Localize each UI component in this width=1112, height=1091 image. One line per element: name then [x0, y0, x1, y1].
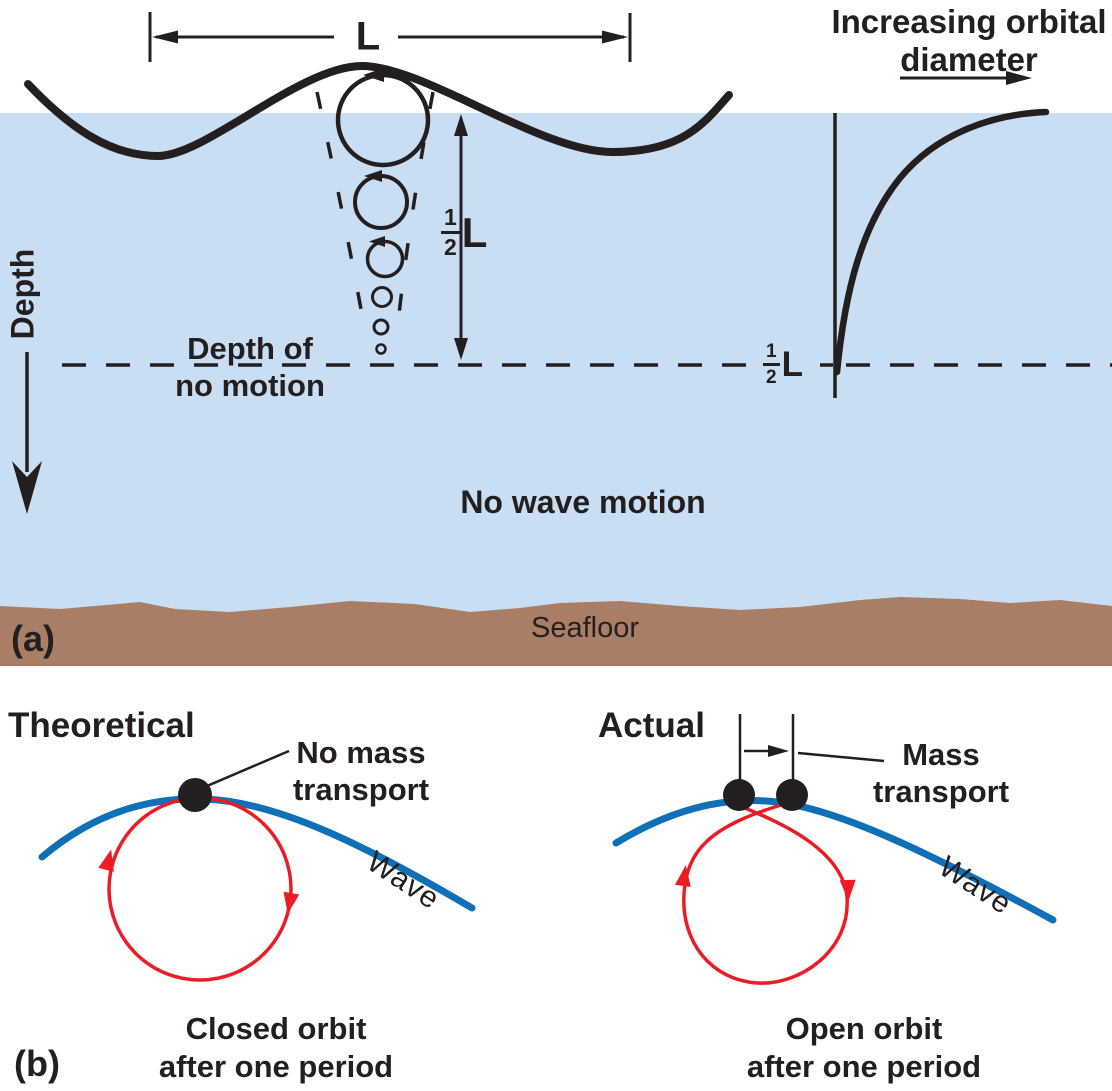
- fraction-denominator: 2: [444, 234, 457, 260]
- no-mass-transport-callout-line: [206, 749, 290, 788]
- theoretical-title: Theoretical: [8, 706, 195, 745]
- wavelength-label: L: [355, 14, 381, 59]
- fraction-unit: L: [461, 208, 488, 256]
- closed-orbit-circle: [107, 796, 293, 982]
- mass-transport-dimension: [738, 714, 885, 783]
- mass-line2: transport: [872, 774, 1010, 809]
- half-wavelength-arrow-down: [454, 338, 468, 360]
- no-mass-line2: transport: [292, 772, 430, 807]
- no-motion-line2: no motion: [175, 368, 325, 403]
- open-orbit-caption: Open orbit after one period: [747, 1010, 981, 1086]
- mass-transport-callout-line: [797, 751, 885, 763]
- wavelength-arrow-right: [602, 30, 628, 44]
- wavelength-dimension: [148, 12, 632, 62]
- increasing-diameter-arrow-head: [1006, 71, 1032, 85]
- water-body: [0, 113, 1112, 666]
- orbital-circle-6: [375, 343, 387, 355]
- mass-line1: Mass: [902, 737, 980, 772]
- open-orbit-caption-line1: Open orbit: [785, 1011, 943, 1046]
- closed-orbit-arrow-down: [283, 891, 300, 914]
- half-wavelength-dimension: [454, 114, 468, 360]
- closed-orbit-caption-line2: after one period: [158, 1049, 394, 1084]
- increasing-orbital-diameter-label: Increasing orbital diameter: [831, 3, 1106, 79]
- depth-of-no-motion-label: Depth of no motion: [175, 330, 325, 404]
- no-motion-line1: Depth of: [187, 331, 313, 366]
- closed-orbit-caption: Closed orbit after one period: [159, 1010, 393, 1086]
- particle-end-dot: [776, 779, 808, 811]
- half-wavelength-arrow-up: [454, 114, 468, 136]
- depth-axis-arrow: [12, 352, 42, 514]
- orbital-circle-5: [372, 318, 390, 336]
- closed-orbit-caption-line1: Closed orbit: [185, 1011, 367, 1046]
- orbital-arrow-2: [364, 170, 382, 182]
- mass-transport-label: Mass transport: [873, 736, 1009, 810]
- orbital-arrow-1: [363, 68, 384, 82]
- fraction-numerator: 1: [763, 342, 780, 366]
- depth-axis-label: Depth: [4, 248, 41, 340]
- open-orbit-caption-line2: after one period: [746, 1049, 982, 1084]
- no-wave-motion-label: No wave motion: [460, 484, 706, 520]
- open-orbit-curve: [682, 801, 849, 985]
- open-orbit-arrow-up: [674, 865, 691, 888]
- actual-title: Actual: [598, 706, 705, 745]
- closed-orbit-arrow-up: [98, 849, 114, 872]
- increasing-orbital-line2: diameter: [900, 41, 1038, 78]
- increasing-orbital-line1: Increasing orbital: [831, 3, 1107, 40]
- panel-b-label: (b): [14, 1043, 60, 1084]
- mass-transport-arrow-head: [768, 745, 789, 757]
- fraction-numerator: 1: [441, 206, 460, 234]
- orbital-diameter-curve: [833, 108, 1050, 376]
- orbital-circles: [335, 68, 431, 355]
- seafloor-label: Seafloor: [530, 612, 640, 644]
- open-orbit-arrow-down: [839, 879, 856, 901]
- wavelength-arrow-left: [152, 30, 178, 44]
- no-mass-line1: No mass: [296, 735, 426, 770]
- fraction-unit: L: [781, 345, 803, 384]
- seafloor: [0, 597, 1112, 666]
- increasing-diameter-arrow: [900, 71, 1032, 85]
- fraction-denominator: 2: [766, 367, 777, 388]
- particle-start-dot: [723, 779, 755, 811]
- depth-arrow-head: [12, 461, 42, 514]
- orbital-arrow-3: [369, 236, 385, 247]
- no-mass-transport-label: No mass transport: [293, 734, 429, 808]
- panel-a-label: (a): [11, 618, 55, 659]
- orbital-circle-4: [371, 286, 393, 308]
- water-particle-dot: [178, 778, 212, 812]
- wave-profile: [24, 61, 733, 161]
